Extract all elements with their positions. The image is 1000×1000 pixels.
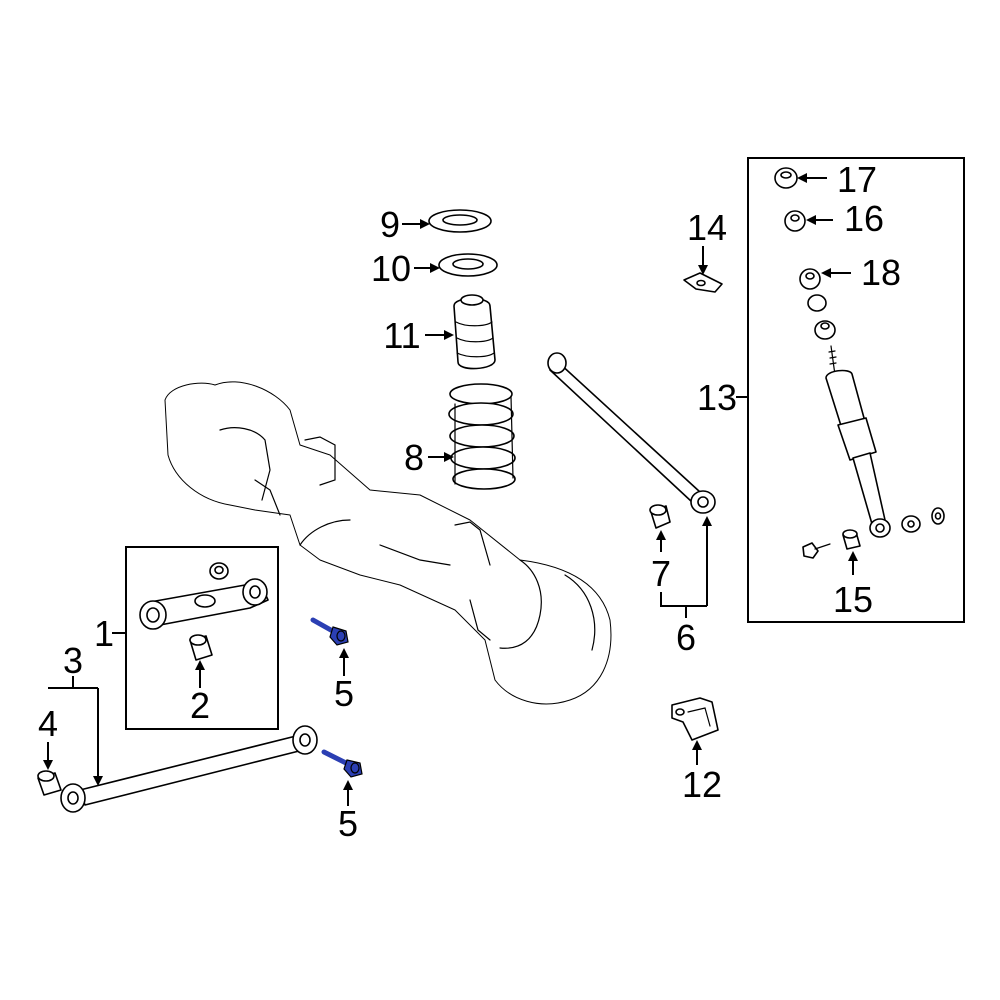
- bump-stop: [453, 294, 496, 370]
- callout-7: 7: [651, 553, 671, 594]
- shock-cushion-16: [784, 210, 806, 232]
- callout-11: 11: [383, 315, 420, 356]
- leader-3: [48, 676, 103, 786]
- rear-axle-housing: [164, 381, 612, 705]
- callout-4: 4: [38, 703, 58, 744]
- callout-9: 9: [380, 204, 400, 245]
- shock-lower-bushing-a: [901, 515, 921, 533]
- lower-shock-bracket: [671, 697, 719, 741]
- lower-arm-bushing: [37, 770, 62, 796]
- shock-cushion-18: [799, 268, 821, 290]
- bolt-lower: [321, 749, 363, 778]
- callout-6: 6: [676, 617, 696, 658]
- callout-1: 1: [94, 613, 114, 654]
- shock-bracket-small: [683, 272, 723, 293]
- shock-washer-2: [814, 320, 836, 340]
- callout-13: 13: [697, 377, 737, 418]
- shock-absorber: [825, 345, 891, 538]
- lateral-control-rod: [547, 352, 716, 514]
- shock-bushing-15: [842, 529, 861, 550]
- callout-5-lower: 5: [338, 803, 358, 844]
- lower-control-arm: [60, 725, 318, 813]
- callout-8: 8: [404, 437, 424, 478]
- shock-bolt: [802, 542, 831, 559]
- upper-control-arm: [139, 578, 269, 630]
- bushing-upper-small: [209, 562, 229, 580]
- callout-3: 3: [63, 640, 83, 681]
- callout-10: 10: [371, 248, 411, 289]
- spring-seat-upper: [428, 209, 492, 233]
- shock-lower-bushing-b: [931, 507, 945, 525]
- bolt-upper: [310, 617, 349, 646]
- shock-cushion-17: [774, 167, 798, 189]
- callout-5-upper: 5: [334, 673, 354, 714]
- callout-12: 12: [682, 764, 722, 805]
- lateral-rod-bushing: [649, 504, 671, 529]
- control-arm-bushing: [189, 634, 213, 661]
- callout-2: 2: [190, 685, 210, 726]
- callout-15: 15: [833, 579, 873, 620]
- leader-6: [660, 516, 712, 618]
- callout-14: 14: [687, 207, 727, 248]
- callout-18: 18: [861, 252, 901, 293]
- callout-17: 17: [837, 159, 877, 200]
- shock-washer-1: [807, 294, 827, 312]
- spring-insulator: [438, 253, 498, 277]
- callout-16: 16: [844, 198, 884, 239]
- coil-spring: [448, 383, 516, 490]
